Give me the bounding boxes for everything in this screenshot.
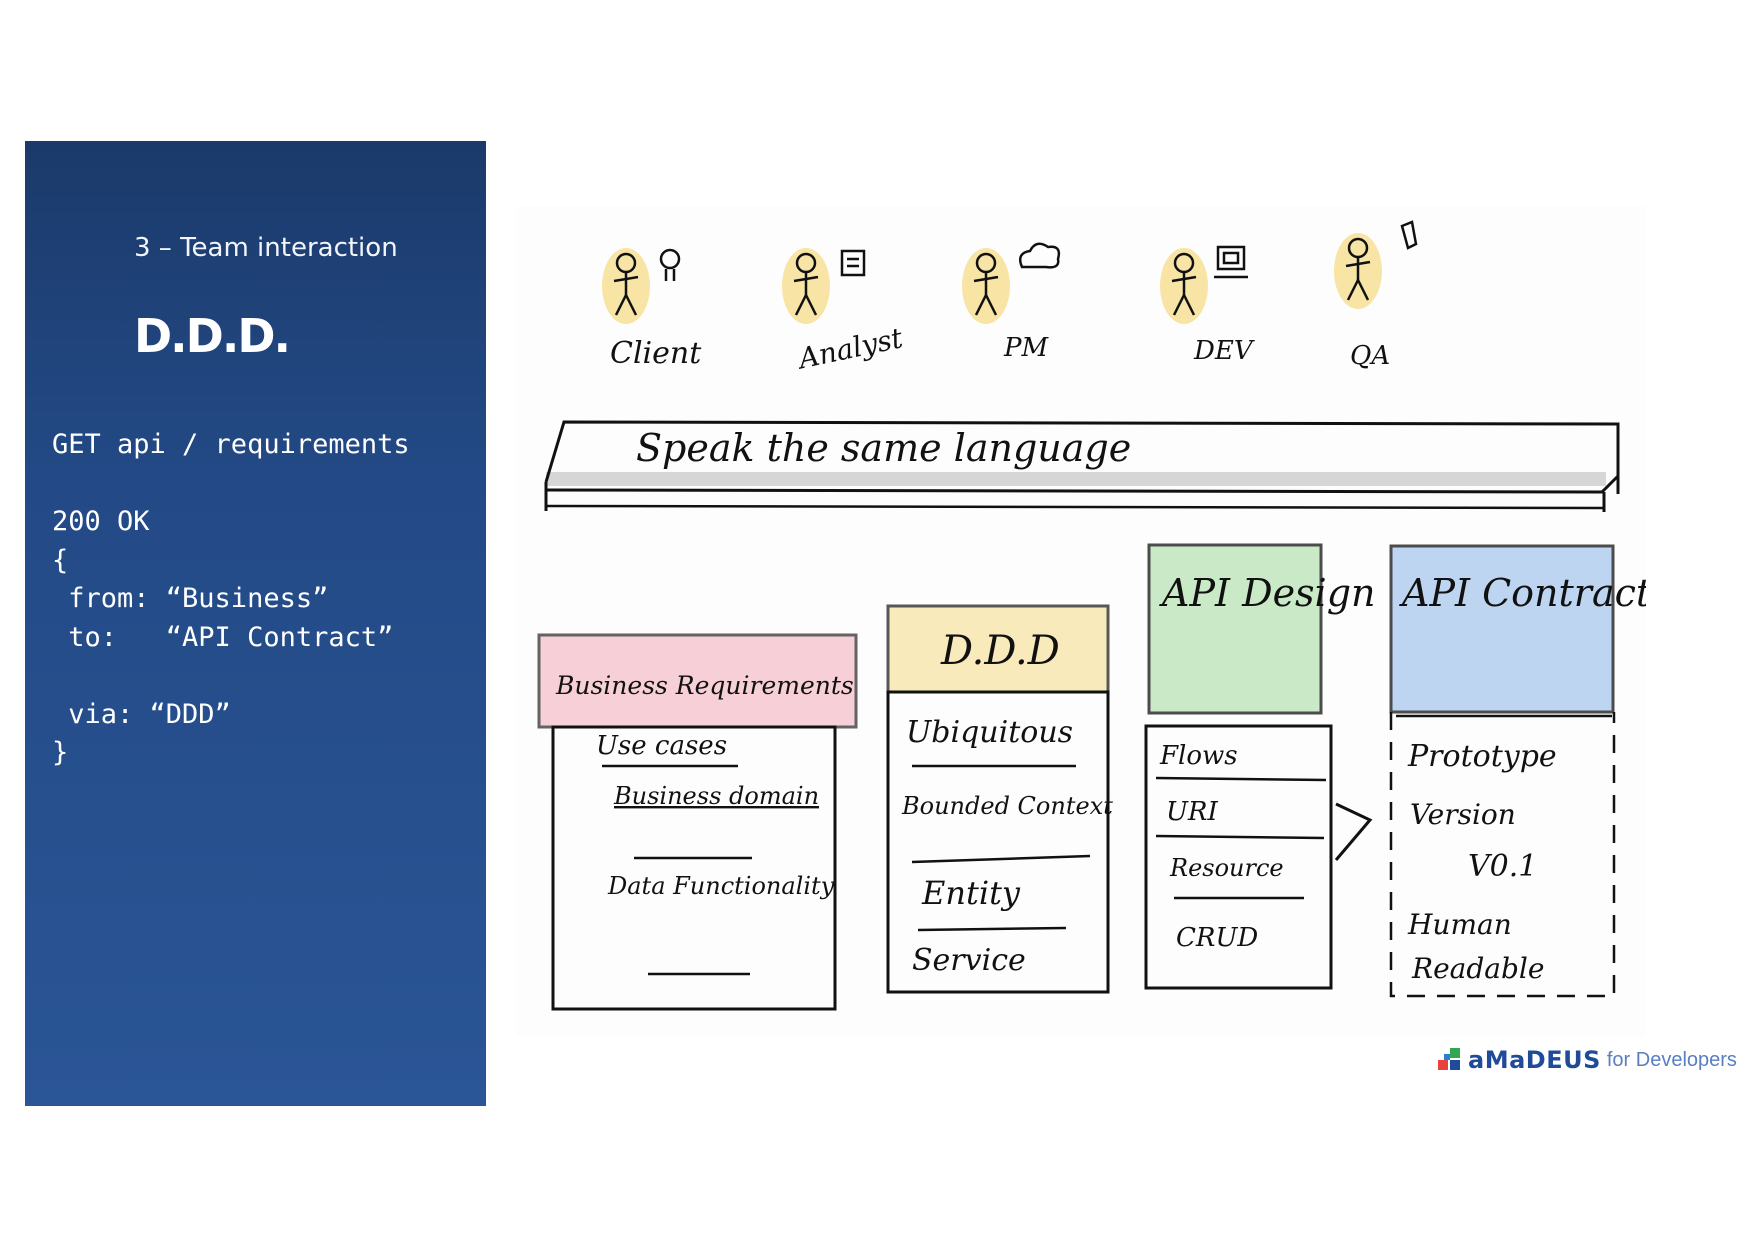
amadeus-logo-icon bbox=[1438, 1048, 1462, 1072]
logo-name: aMaDEUS bbox=[1468, 1046, 1601, 1074]
role-client: Client bbox=[602, 248, 702, 371]
code-block: GET api / requirements 200 OK { from: “B… bbox=[52, 426, 410, 773]
role-label: Client bbox=[610, 336, 702, 371]
role-pm: PM bbox=[962, 242, 1061, 363]
box-item: Bounded Context bbox=[901, 792, 1113, 820]
box-header-bg bbox=[886, 604, 1110, 694]
box-api-contract: API Contract Prototype Version V0.1 Huma… bbox=[1389, 544, 1646, 998]
code-line: GET api / requirements bbox=[52, 429, 410, 460]
box-item: Ubiquitous bbox=[906, 715, 1073, 750]
code-line: } bbox=[52, 737, 69, 768]
box-business-requirements: Business Requirements Use cases Business… bbox=[537, 633, 858, 1011]
code-line: from: “Business” bbox=[52, 583, 329, 614]
box-header: D.D.D bbox=[940, 628, 1060, 674]
banner-text: Speak the same language bbox=[636, 426, 1131, 470]
box-item: Version bbox=[1410, 798, 1516, 831]
role-qa: QA bbox=[1334, 220, 1418, 371]
code-line: 200 OK bbox=[52, 506, 150, 537]
box-item: CRUD bbox=[1176, 923, 1258, 953]
stick-figure-icon bbox=[793, 252, 819, 316]
box-item: Flows bbox=[1159, 741, 1238, 771]
team-sketch: Client Analyst PM DEV bbox=[516, 206, 1646, 1036]
box-item: Business domain bbox=[613, 782, 819, 810]
language-banner: Speak the same language bbox=[544, 420, 1620, 512]
box-item: Resource bbox=[1169, 854, 1284, 882]
role-label: DEV bbox=[1193, 336, 1255, 366]
idea-icon bbox=[659, 248, 681, 281]
box-item: Use cases bbox=[596, 731, 727, 761]
flag-icon bbox=[1400, 220, 1418, 250]
cloud-icon bbox=[1019, 242, 1061, 269]
computer-icon bbox=[1214, 245, 1248, 279]
box-item: Data Functionality bbox=[607, 872, 835, 900]
code-line: to: “API Contract” bbox=[52, 621, 394, 653]
role-label: PM bbox=[1003, 333, 1049, 363]
box-item: V0.1 bbox=[1468, 849, 1537, 884]
box-item: Human bbox=[1407, 908, 1512, 941]
box-header: Business Requirements bbox=[555, 671, 854, 700]
title-panel: 3 – Team interaction D.D.D. GET api / re… bbox=[25, 141, 486, 1106]
role-label: QA bbox=[1350, 341, 1390, 371]
code-line: { bbox=[52, 544, 69, 576]
box-header-bg bbox=[1389, 544, 1615, 714]
amadeus-logo: aMaDEUS for Developers bbox=[1438, 1040, 1737, 1080]
box-item: Prototype bbox=[1407, 739, 1557, 774]
document-icon bbox=[840, 249, 866, 277]
code-line: via: “DDD” bbox=[52, 698, 231, 730]
stick-figure-icon bbox=[973, 252, 999, 316]
slide-title: D.D.D. bbox=[134, 309, 291, 363]
logo-suffix: for Developers bbox=[1606, 1048, 1737, 1071]
box-ddd: D.D.D Ubiquitous Bounded Context Entity … bbox=[886, 604, 1113, 994]
slide-subtitle: 3 – Team interaction bbox=[134, 233, 398, 263]
box-header-bg bbox=[537, 633, 858, 729]
role-dev: DEV bbox=[1160, 245, 1255, 366]
stick-figure-icon bbox=[1171, 252, 1197, 316]
box-header: API Contract bbox=[1399, 571, 1646, 615]
box-item: Service bbox=[912, 943, 1026, 978]
arrow-icon bbox=[1334, 802, 1373, 861]
box-header-bg bbox=[1147, 543, 1323, 715]
box-item: URI bbox=[1166, 797, 1218, 827]
box-item: Entity bbox=[921, 874, 1021, 912]
box-api-design: API Design Flows URI Resource CRUD bbox=[1144, 543, 1376, 990]
box-item: Readable bbox=[1411, 952, 1544, 985]
banner-shadow bbox=[546, 472, 1606, 486]
box-header: API Design bbox=[1159, 571, 1376, 615]
stick-figure-icon bbox=[1345, 237, 1371, 301]
stick-figure-icon bbox=[613, 252, 639, 316]
